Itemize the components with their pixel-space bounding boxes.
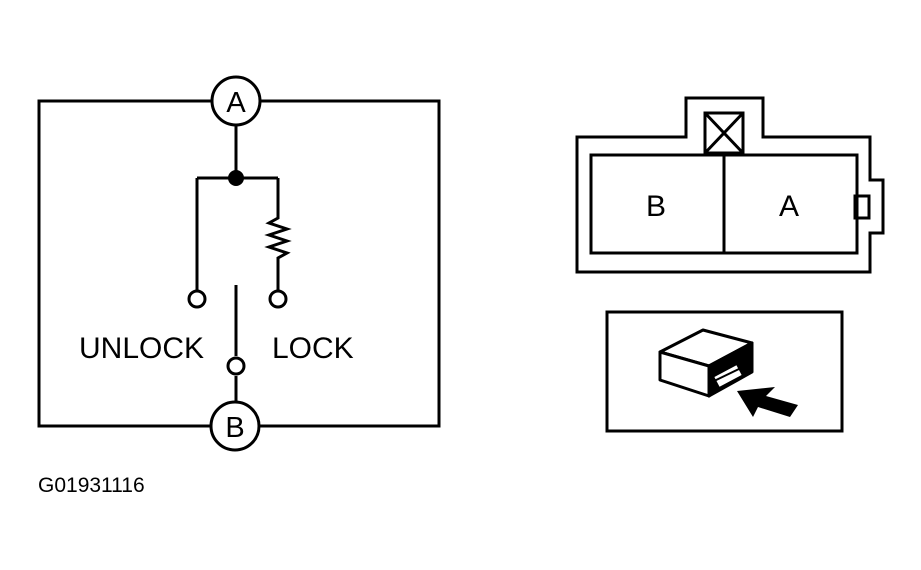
cavity-b-label: B: [646, 190, 666, 223]
figure-code: G01931116: [38, 474, 145, 497]
lock-contact: [268, 289, 288, 309]
arrow-icon: [737, 387, 798, 417]
terminal-b: B: [209, 400, 261, 452]
cavity-a-label: A: [779, 190, 799, 223]
connector-outer-housing: [575, 96, 885, 274]
common-contact: [226, 356, 246, 376]
lock-branch-wire: [264, 178, 292, 290]
lock-label: LOCK: [272, 332, 354, 365]
terminal-a: A: [210, 75, 262, 127]
component-locator: [605, 310, 844, 433]
module-illustration-icon: [658, 328, 754, 398]
locking-tab: [853, 194, 871, 220]
unlock-label: UNLOCK: [79, 332, 204, 365]
terminal-a-label: A: [226, 87, 246, 119]
outer-loop-wire: [37, 99, 441, 428]
switch-schematic: [37, 99, 441, 428]
junction-dot: [228, 170, 244, 186]
locator-frame: [605, 310, 844, 433]
unlock-contact: [187, 289, 207, 309]
connector-face-view: [575, 96, 885, 274]
terminal-b-label: B: [225, 412, 244, 444]
key-box-cross-2: [703, 111, 745, 155]
